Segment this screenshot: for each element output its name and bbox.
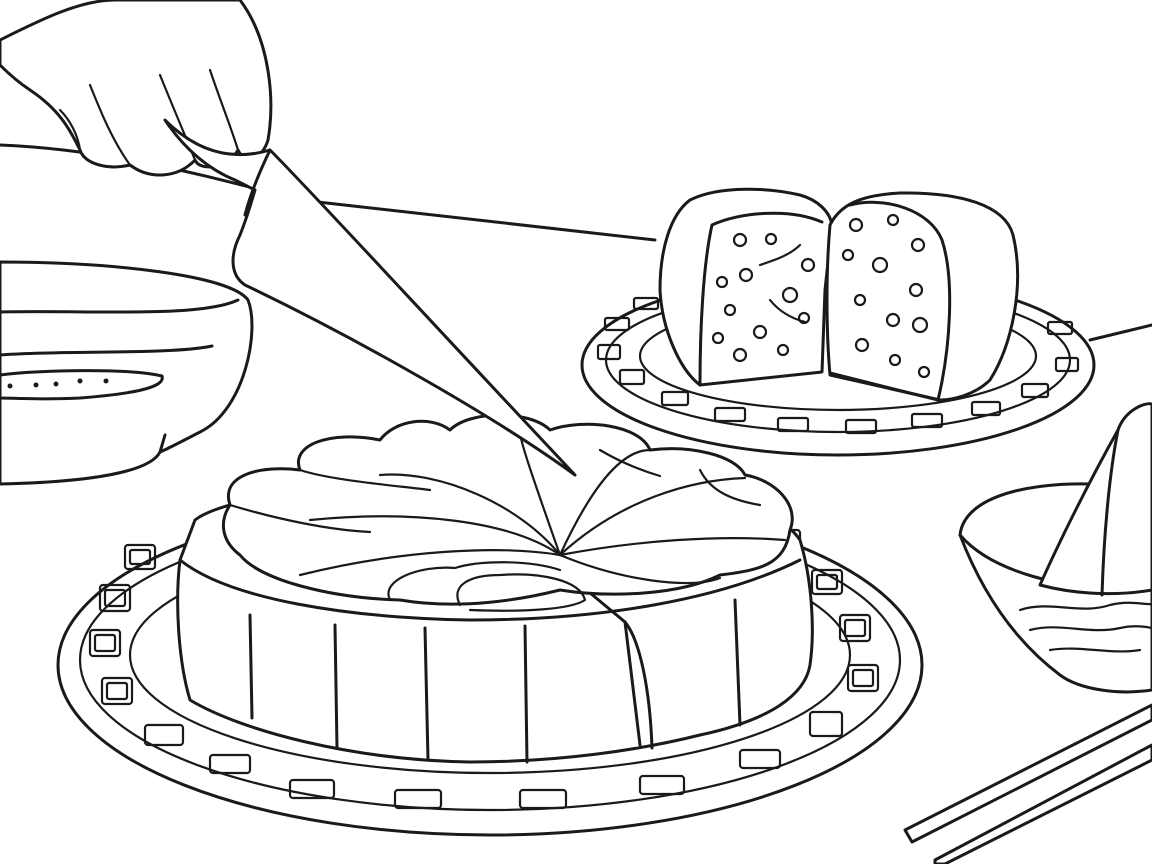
halved-mooncake: [658, 187, 1020, 402]
right-bowl: [958, 402, 1152, 694]
hand: [0, 0, 273, 177]
left-bowl: [0, 260, 254, 486]
main-mooncake: [176, 413, 814, 764]
knife: [163, 118, 577, 477]
chopsticks: [903, 703, 1152, 864]
